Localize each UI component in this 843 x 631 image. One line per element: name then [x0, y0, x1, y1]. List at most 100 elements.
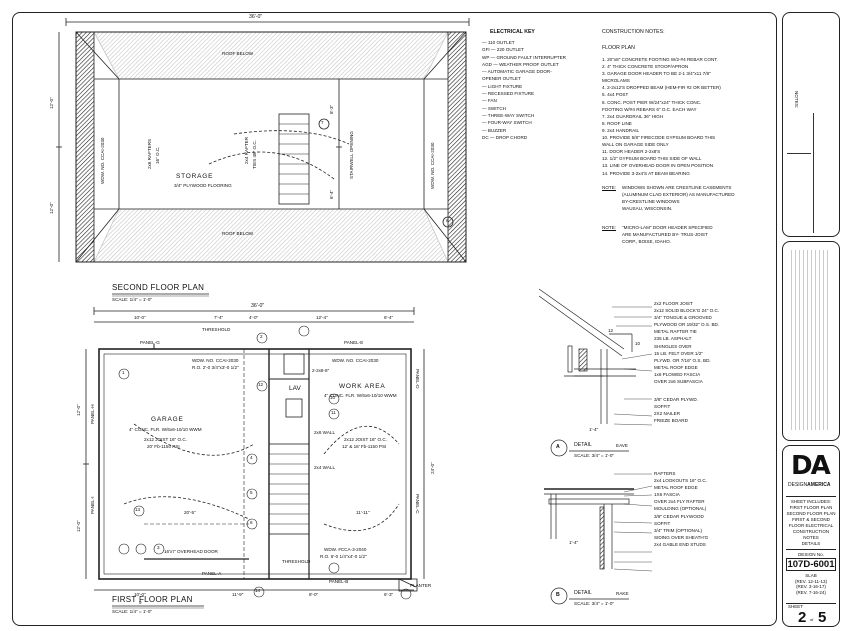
electrical-key-item: — FOUR-WAY SWITCH	[482, 120, 532, 126]
second-floor-plan	[56, 18, 470, 297]
note1-line: BY-CRESTLINE WINDOWS	[622, 199, 680, 205]
electrical-key-item: — SWITCH	[482, 105, 506, 111]
electrical-key-item: AGD — WEATHER PROOF OUTLET	[482, 61, 559, 67]
lav-label: LAV	[289, 385, 301, 392]
first-floor-bottom-dim: 6'-3"	[384, 592, 394, 597]
construction-note: 7. 2x4 GUARDRAIL 36" HIGH	[602, 113, 664, 119]
design-no-label: DESIGN No.	[797, 552, 825, 557]
sheet-includes-line: SECOND FLOOR PLAN	[786, 511, 836, 516]
construction-note: 1. 20"x8" CONCRETE FOOTING W/2-#4 REBAR …	[602, 57, 718, 62]
garage-floor-spec: 4" CONC. FLR. W/6x6-10/10 WWM	[129, 427, 202, 432]
detail-a-label: 2X2 NAILER	[654, 411, 681, 417]
first-floor-plan-scale: SCALE: 1/4" = 1'-0"	[112, 609, 153, 614]
note1-label: NOTE:	[602, 185, 617, 190]
detail-a-labels: 2x2 FLOOR JOIST 2x12 SOLID BLOCK'G 24" O…	[654, 300, 719, 385]
first-floor-bottom-dim: 11'-9"	[232, 592, 244, 597]
callout-12: 12	[258, 382, 264, 387]
detail-b-label: 3/8" CEDAR PLYWOOD	[654, 513, 704, 519]
garage-joist-spec: 2x12 JOIST 16" O.C.	[144, 437, 187, 442]
revision-entry: (REV. 12-11-13)	[794, 578, 828, 584]
sheet-includes-line: FIRST & SECOND	[792, 517, 830, 522]
construction-note: 9. 2x4 HANDRAIL	[602, 127, 640, 133]
panel-a-label: PANEL-A	[202, 571, 222, 576]
note1-line: (ALUMINUM CLAD EXTERIOR) AS MANUFACTURED	[622, 192, 735, 198]
construction-notes-list: 1. 20"x8" CONCRETE FOOTING W/2-#4 REBAR …	[602, 56, 721, 177]
construction-note: 8. ROOF LINE	[602, 120, 632, 126]
title-block-legal-panel	[782, 241, 840, 441]
overhead-door-label: 16'x7' OVERHEAD DOOR	[164, 549, 218, 554]
drawing-frame	[12, 12, 777, 626]
callout-5: 5	[250, 490, 253, 495]
revision-entry: (REV. 3-16-17)	[796, 584, 826, 589]
detail-a-label: METAL ROOF EDGE	[654, 364, 698, 370]
note2-line: "MICRO-LAM" DOOR HEADER SPECIFIED	[622, 225, 713, 230]
detail-b-label: OVER 2x4 FLY RAFTER	[654, 499, 705, 505]
callout-6: 6	[250, 520, 253, 525]
detail-a-label: FRIEZE BOARD	[654, 418, 688, 424]
construction-note: 3. GARAGE DOOR HEADER TO BE 2-1 3/4"x11 …	[602, 71, 711, 77]
sheet-includes-line: DETAILS	[801, 541, 821, 546]
roof-below-top-label: ROOF BELOW	[222, 51, 254, 56]
callout-9: 9	[139, 600, 142, 605]
detail-a-labels-lower: 3/8" CEDAR PLYWD. SOFFIT 2X2 NAILER FRIE…	[654, 396, 698, 424]
detail-a-title: DETAIL	[574, 442, 592, 448]
construction-note: MICROLAMS	[602, 78, 630, 84]
rafters-label: 2x6 RAFTERS	[147, 138, 152, 169]
callout-2: 2	[260, 334, 263, 339]
door-header-label: 2-2x8-8"	[312, 368, 330, 373]
detail-a-label: 1x6 PLOWED FASCIA	[654, 371, 701, 377]
panel-b-label: PANEL-B	[329, 579, 349, 584]
notes-label: NOTES:	[794, 91, 799, 109]
detail-b-label: SOFFIT	[654, 520, 671, 526]
construction-note: 5. 4x4 POST	[602, 92, 629, 98]
window-top-1-ro: R.O. 2'-0 3/4"x3'-0 1/2"	[192, 365, 239, 370]
callout-14: 14	[255, 588, 261, 593]
second-floor-dim-mid-bottom: 6'-4"	[329, 189, 334, 199]
garage-joist-spec-2: 20' Fb-1150 PSI	[147, 444, 180, 449]
construction-note: 12. 1/2" GYPSUM BOARD THIS SIDE OF WALL	[602, 156, 702, 162]
electrical-key-heading: ELECTRICAL KEY	[490, 29, 535, 35]
design-no-value: 107D-6001	[786, 558, 836, 571]
detail-b-label: 1X6 FASCIA	[654, 492, 680, 498]
logo-word-design: DESIGN	[788, 482, 808, 488]
electrical-key-item: DC — DROP CHORD	[482, 134, 528, 140]
detail-a-drawing	[538, 288, 636, 457]
threshold-bottom-label: THRESHOLD	[282, 559, 311, 564]
second-floor-dim-mid-top: 8'-3"	[329, 104, 334, 114]
detail-b-label: METAL ROOF EDGE	[654, 485, 698, 491]
callout-1: 1	[122, 370, 125, 375]
revision-entry: SLAB	[805, 573, 817, 578]
detail-a-label: SHINGLES OVER	[654, 343, 692, 349]
detail-b-letter: B	[556, 592, 560, 598]
detail-a-pitch-10: 10	[635, 341, 641, 346]
construction-note: 14. PROVIDE 3-2x4'S AT BEAM BEARING	[602, 170, 690, 176]
legal-text-block	[791, 250, 831, 430]
electrical-key-item: — FAN	[482, 98, 497, 104]
roof-hatch-left	[75, 31, 95, 263]
logo-wordmark: DESIGNAMERICA	[788, 482, 831, 488]
detail-b-labels: RAFTERS 2x4 LOOKOUTS 16" O.C. METAL ROOF…	[654, 470, 708, 548]
sheet-of: of	[810, 617, 814, 622]
detail-b-title: DETAIL	[574, 590, 592, 596]
storage-flooring-label: 3/4" PLYWOOD FLOORING	[174, 183, 232, 188]
detail-b-dim: 1'-4"	[569, 540, 579, 545]
sheet-includes-line: CONSTRUCTION NOTES	[792, 529, 830, 540]
electrical-key-item: — AUTOMATIC GARAGE DOOR-	[482, 69, 552, 75]
note2-label: NOTE:	[602, 225, 617, 230]
second-floor-window-right: WDW. NO. CCAI-2030	[430, 142, 435, 189]
electrical-key-item: OPENER OUTLET	[482, 76, 521, 82]
callout-10: 10	[330, 395, 336, 400]
electrical-key-item: — LIGHT FIXTURE	[482, 83, 523, 89]
roof-below-bottom-label: ROOF BELOW	[222, 231, 254, 236]
revision-table	[813, 113, 836, 233]
first-floor-top-dim: 12'-4"	[316, 315, 328, 320]
construction-note: 4. 2-2x12'S DROPPED BEAM (HEM-FIR #2 OR …	[602, 85, 721, 91]
window-bottom-ro: R.O. 6'-0 1/4"x4'-0 1/2"	[320, 554, 367, 559]
electrical-key-item: WP — GROUND FAULT INTERRUPTER	[482, 54, 566, 60]
sheet-number-block: SHEET 2 of 5	[786, 603, 836, 626]
panel-h-label: PANEL-H	[90, 404, 95, 424]
panel-c-label: PANEL-C	[415, 494, 420, 514]
electrical-key-item: — THREE-WAY SWITCH	[482, 112, 535, 118]
planter-label: PLANTER	[410, 583, 432, 588]
detail-b-label: 3/4" TRIM (OPTIONAL)	[654, 527, 703, 533]
